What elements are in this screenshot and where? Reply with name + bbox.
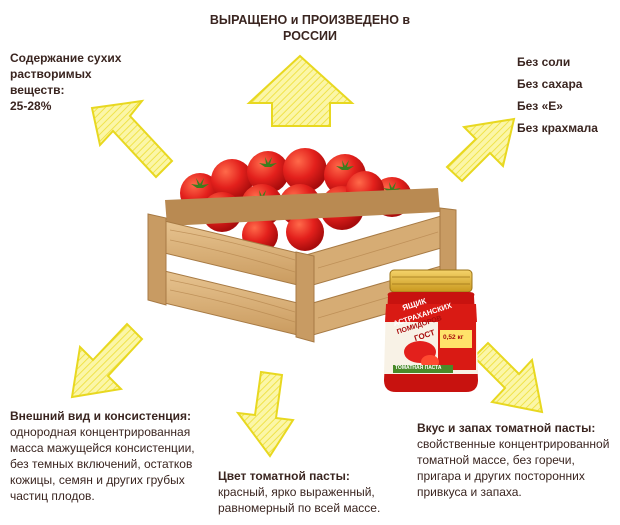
origin-title-line1: ВЫРАЩЕНО и ПРОИЗВЕДЕНО в [209,13,411,27]
solids-block: Содержание сухих растворимых веществ: 25… [10,50,121,114]
origin-title-line2: РОССИИ [283,29,337,43]
arrow-down-right-icon [472,341,544,414]
appearance-line: частиц плодов. [10,489,95,503]
color-heading: Цвет томатной пасты: [218,469,350,483]
appearance-heading: Внешний вид и консистенция: [10,409,192,423]
solids-line2: растворимых [10,67,92,81]
jar-product: ТОМАТНАЯ ПАСТА [395,365,442,371]
solids-line3: веществ: [10,83,65,97]
taste-line: свойственные концентрированной [417,437,610,451]
appearance-line: кожицы, семян и других грубых [10,473,185,487]
color-line: равномерный по всей массе. [218,501,381,515]
without-item-sugar: Без сахара [517,77,583,91]
taste-line: пригара и других посторонних [417,469,585,483]
without-list: Без соли Без сахара Без «Е» Без крахмала [517,51,598,139]
appearance-block: Внешний вид и консистенция: однородная к… [10,408,195,504]
without-item-starch: Без крахмала [517,121,598,135]
arrow-down-left-icon [70,322,144,399]
origin-title: ВЫРАЩЕНО и ПРОИЗВЕДЕНО в РОССИИ [195,12,425,44]
arrow-down-icon [235,370,295,458]
solids-value: 25-28% [10,99,52,113]
taste-block: Вкус и запах томатной пасты: свойственны… [417,420,609,500]
appearance-line: без темных включений, остатков [10,457,193,471]
without-item-salt: Без соли [517,55,571,69]
tomato-paste-jar [384,269,478,392]
without-item-e: Без «Е» [517,99,563,113]
color-line: красный, ярко выраженный, [218,485,375,499]
color-block: Цвет томатной пасты: красный, ярко выраж… [218,468,380,516]
jar-weight: 0,52 кг [443,334,464,341]
arrow-up-icon [246,54,355,127]
appearance-line: однородная концентрированная [10,425,191,439]
arrow-up-right-icon [445,117,516,183]
appearance-line: масса мажущейся консистенции, [10,441,195,455]
solids-line1: Содержание сухих [10,51,122,65]
arrow-up-left-icon [90,99,174,179]
taste-line: привкуса и запаха. [417,485,522,499]
taste-heading: Вкус и запах томатной пасты: [417,421,596,435]
taste-line: томатной массе, без горечи, [417,453,575,467]
